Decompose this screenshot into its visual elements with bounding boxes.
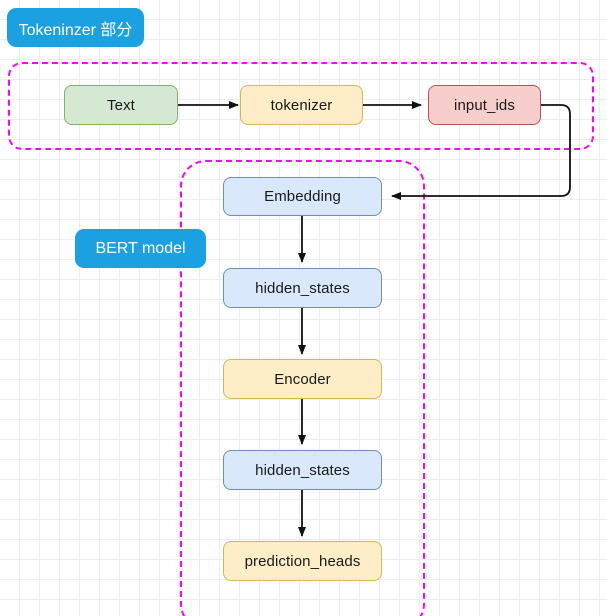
node-prediction-heads-label: prediction_heads [244, 552, 361, 570]
group-tokenizer [8, 62, 594, 150]
node-tokenizer-label: tokenizer [270, 96, 333, 114]
node-embedding[interactable]: Embedding [223, 177, 382, 216]
node-encoder-label: Encoder [274, 370, 331, 388]
node-encoder[interactable]: Encoder [223, 359, 382, 399]
tag-tokenizer-section-label: Tokeninzer 部分 [18, 21, 133, 39]
node-prediction-heads[interactable]: prediction_heads [223, 541, 382, 581]
node-input-ids-label: input_ids [454, 96, 515, 114]
node-hidden-states-1-label: hidden_states [255, 279, 350, 297]
node-input-ids[interactable]: input_ids [428, 85, 541, 125]
edge-input-ids-to-embedding [391, 104, 571, 200]
node-embedding-label: Embedding [264, 188, 341, 205]
node-hidden-states-2-label: hidden_states [255, 461, 350, 479]
node-tokenizer[interactable]: tokenizer [240, 85, 363, 125]
group-bert-model [180, 160, 425, 616]
node-hidden-states-1[interactable]: hidden_states [223, 268, 382, 308]
node-text-label: Text [107, 96, 135, 114]
node-hidden-states-2[interactable]: hidden_states [223, 450, 382, 490]
node-text[interactable]: Text [64, 85, 178, 125]
tag-bert-model[interactable]: BERT model [75, 229, 206, 268]
tag-bert-model-label: BERT model [95, 239, 186, 257]
tag-tokenizer-section[interactable]: Tokeninzer 部分 [7, 8, 144, 47]
